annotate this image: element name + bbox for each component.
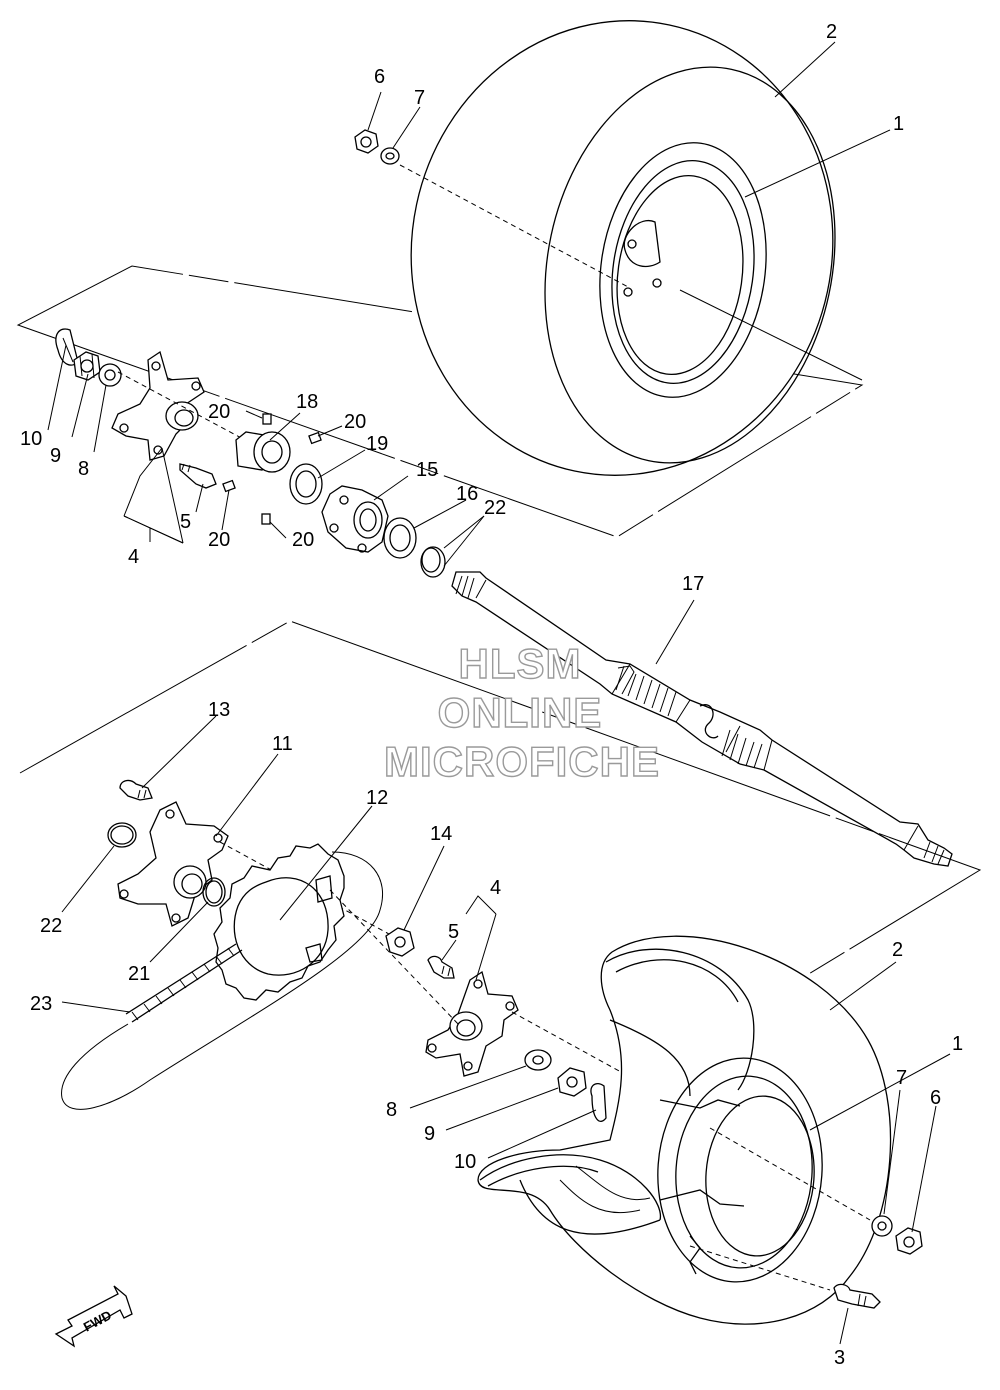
callout-4-top[interactable]: 4 <box>128 546 139 568</box>
callout-15[interactable]: 15 <box>416 459 438 481</box>
callout-10-bot[interactable]: 10 <box>454 1151 476 1173</box>
callout-7-top[interactable]: 7 <box>414 87 425 109</box>
bolt-13[interactable] <box>119 779 153 801</box>
callout-4-bot[interactable]: 4 <box>490 877 501 899</box>
set-screw-a[interactable] <box>262 413 272 425</box>
washer-hub-top[interactable] <box>98 363 122 387</box>
callout-13[interactable]: 13 <box>208 699 230 721</box>
hub-flange-bot[interactable] <box>425 970 519 1077</box>
callout-10-top[interactable]: 10 <box>20 428 42 450</box>
callout-3[interactable]: 3 <box>834 1347 845 1369</box>
bolt-5-bot[interactable] <box>427 955 455 979</box>
callout-22-top[interactable]: 22 <box>484 497 506 519</box>
sprocket-hub-11[interactable] <box>117 801 229 927</box>
callout-7-bot[interactable]: 7 <box>896 1067 907 1089</box>
rear-axle[interactable] <box>451 571 953 867</box>
castle-nut-9-bot[interactable] <box>557 1067 587 1097</box>
nut-6-bot[interactable] <box>895 1227 923 1255</box>
washer-7-bot[interactable] <box>871 1215 893 1237</box>
callout-17[interactable]: 17 <box>682 573 704 595</box>
callout-11[interactable]: 11 <box>272 733 293 755</box>
callout-5-top[interactable]: 5 <box>180 511 191 533</box>
hub-nut-top[interactable] <box>354 129 379 154</box>
callout-20-c[interactable]: 20 <box>208 529 230 551</box>
sprocket-12[interactable] <box>213 843 345 1001</box>
callout-20-a[interactable]: 20 <box>208 401 230 423</box>
callout-19[interactable]: 19 <box>366 433 388 455</box>
callout-1-top[interactable]: 1 <box>893 113 904 135</box>
set-screw-b[interactable] <box>308 431 322 445</box>
callout-5-bot[interactable]: 5 <box>448 921 459 943</box>
chain-23[interactable] <box>125 943 243 1023</box>
washer-8-bot[interactable] <box>524 1049 552 1071</box>
callout-2-bot[interactable]: 2 <box>892 939 903 961</box>
cotter-pin-10-bot[interactable] <box>590 1082 607 1122</box>
fwd-arrow-icon: FWD <box>54 1285 133 1348</box>
callout-8-bot[interactable]: 8 <box>386 1099 397 1121</box>
seal-19[interactable] <box>289 463 323 505</box>
oring-21[interactable] <box>202 877 226 907</box>
hub-flange-top[interactable] <box>111 350 205 461</box>
castle-nut-top[interactable] <box>73 351 101 381</box>
callout-9-top[interactable]: 9 <box>50 445 61 467</box>
callout-12[interactable]: 12 <box>366 787 388 809</box>
washer-top[interactable] <box>380 147 400 165</box>
rear-wheel-bot[interactable] <box>477 935 892 1325</box>
chain-loop <box>61 851 384 1110</box>
lower-plane-outline <box>19 620 982 1041</box>
rear-wheel-top[interactable] <box>369 0 875 515</box>
hub-bolt-top[interactable] <box>179 463 217 489</box>
callout-14[interactable]: 14 <box>430 823 452 845</box>
watermark-line3: MICROFICHE <box>384 738 660 785</box>
set-screw-d[interactable] <box>261 513 271 525</box>
circlip-22-top[interactable] <box>420 546 446 578</box>
callout-8-top[interactable]: 8 <box>78 458 89 480</box>
bearing-housing[interactable] <box>235 431 291 473</box>
callout-21[interactable]: 21 <box>128 963 150 985</box>
callout-23[interactable]: 23 <box>30 993 52 1015</box>
callout-2-top[interactable]: 2 <box>826 21 837 43</box>
upper-plane-outline <box>16 265 864 538</box>
seal-16[interactable] <box>383 517 417 559</box>
callout-20-d[interactable]: 20 <box>292 529 314 551</box>
set-screw-c[interactable] <box>222 479 236 493</box>
callout-6-bot[interactable]: 6 <box>930 1087 941 1109</box>
watermark-line2: ONLINE <box>438 689 603 736</box>
watermark-line1: HLSM <box>459 640 582 687</box>
callout-18[interactable]: 18 <box>296 391 318 413</box>
callout-20-b[interactable]: 20 <box>344 411 366 433</box>
valve-stem-3[interactable] <box>833 1283 881 1309</box>
callout-9-bot[interactable]: 9 <box>424 1123 435 1145</box>
nut-14[interactable] <box>385 927 415 957</box>
callout-6-top[interactable]: 6 <box>374 66 385 88</box>
oring-22-bot[interactable] <box>107 822 137 848</box>
cotter-pin-top[interactable] <box>55 328 79 366</box>
callout-16[interactable]: 16 <box>456 483 478 505</box>
hub-15[interactable] <box>321 485 389 553</box>
callout-22-bot[interactable]: 22 <box>40 915 62 937</box>
callout-1-bot[interactable]: 1 <box>952 1033 963 1055</box>
